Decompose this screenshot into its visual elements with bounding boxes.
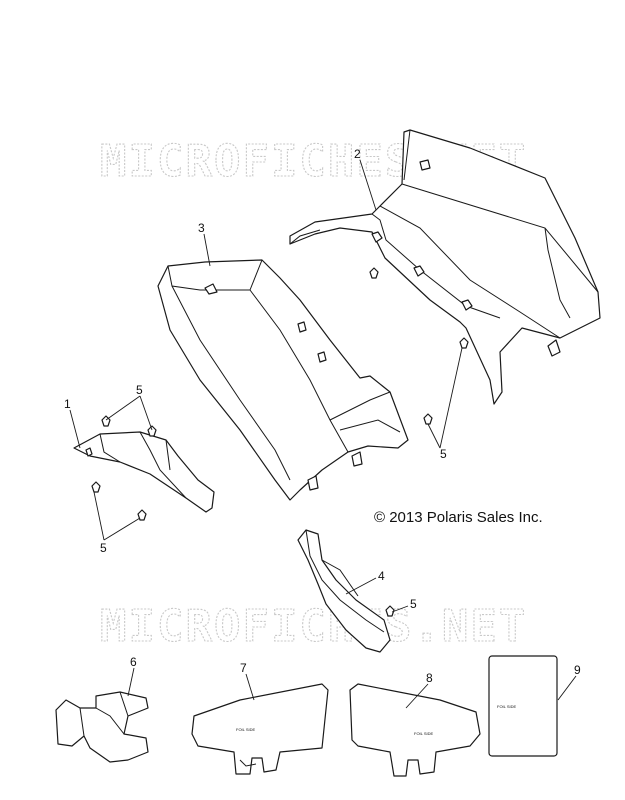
part-8-shield: FOIL SIDE [349,683,481,777]
callout-1: 1 [64,397,71,411]
callout-7: 7 [240,661,247,675]
part-9-decal: FOIL SIDE [488,655,558,757]
part-1-bracket [73,431,215,513]
callout-5-lower: 5 [410,597,417,611]
part-4-bracket [297,529,391,653]
callout-5-right: 5 [440,447,447,461]
copyright-notice: © 2013 Polaris Sales Inc. [374,509,543,526]
part-3-panel [157,259,409,501]
callouts: 2 3 1 5 5 5 5 4 6 7 8 9 [64,147,581,685]
fasteners [91,267,469,617]
callout-4: 4 [378,569,385,583]
callout-9: 9 [574,663,581,677]
callout-8: 8 [426,671,433,685]
callout-5-upper-left: 5 [136,383,143,397]
part-8-foil-label: FOIL SIDE [414,731,434,736]
part-6-bracket [55,691,149,763]
leader-lines [69,159,577,709]
callout-2: 2 [354,147,361,161]
part-7-shield: FOIL SIDE [191,683,329,775]
part-9-foil-label: FOIL SIDE [497,704,517,709]
part-7-foil-label: FOIL SIDE [236,727,256,732]
part-2-panel [289,129,601,405]
callout-6: 6 [130,655,137,669]
watermark-bottom: MICROFICHES.NET [100,601,527,652]
callout-3: 3 [198,221,205,235]
callout-5-lower-left: 5 [100,541,107,555]
